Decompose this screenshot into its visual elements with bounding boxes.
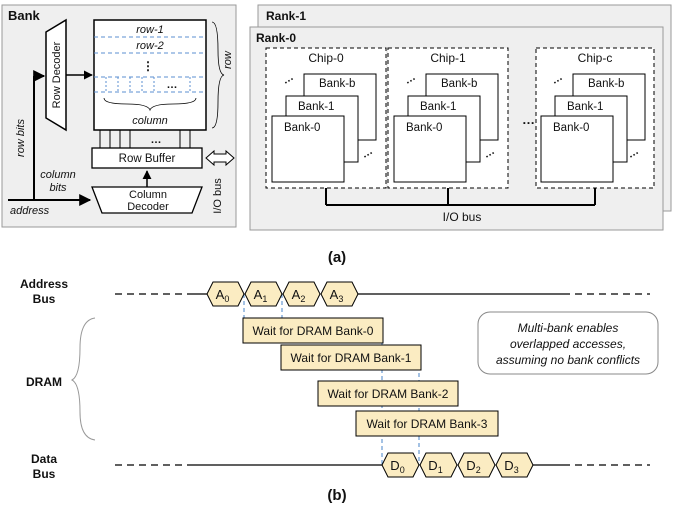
chip-c-bank-0-label: Bank-0 [553, 122, 589, 134]
note-line-3: assuming no bank conflicts [496, 353, 640, 367]
wait-bank-1-box [280, 344, 422, 371]
chip-1-bank-b-label: Bank-b [441, 78, 477, 90]
chip-1-bank-1-label: Bank-1 [420, 101, 456, 113]
chip-c-label: Chip-c [578, 51, 613, 65]
row-2-label: row-2 [136, 40, 164, 52]
column-brace [103, 97, 197, 112]
caption-b: (b) [327, 487, 346, 504]
address-symbol-3: A3 [330, 287, 344, 304]
bank-panel: Bank Row Decoder row-1 row-2 ⋮ … column … [1, 4, 237, 228]
chip-1-label: Chip-1 [430, 51, 466, 65]
column-label: column [132, 115, 167, 127]
row-buffer-label: Row Buffer [119, 153, 176, 165]
data-symbol-1: D1 [428, 458, 442, 475]
address-bus-label-2: Bus [33, 292, 56, 306]
bank-panel-title: Bank [8, 8, 41, 23]
address-bus-label-1: Address [20, 277, 68, 291]
data-bus-label-2: Bus [33, 467, 56, 481]
address-symbol-0: A0 [216, 287, 230, 304]
column-decoder [91, 186, 203, 214]
bitline-wires [99, 130, 191, 148]
column-bits-line1: column [40, 169, 75, 181]
address-symbol-2: A2 [292, 287, 306, 304]
rank-1-label: Rank-1 [266, 9, 306, 23]
memory-array [93, 19, 207, 131]
row-1-label: row-1 [136, 24, 164, 36]
data-symbol-2: D2 [466, 458, 480, 475]
chip-0-label: Chip-0 [308, 51, 344, 65]
data-hex-0 [381, 452, 420, 478]
address-hex-1 [244, 281, 283, 307]
column-bits-line2: bits [49, 182, 67, 194]
chip-1-bank-0 [393, 115, 467, 183]
row-brace [211, 21, 225, 129]
wait-bank-3-box [355, 410, 499, 437]
row-decoder [45, 18, 67, 132]
io-double-arrow [205, 149, 235, 167]
chip-1-bottom-ellipsis: … [481, 145, 497, 161]
caption-a: (a) [328, 249, 346, 266]
wait-bank-0-label: Wait for DRAM Bank-0 [253, 324, 374, 338]
wait-bank-3-label: Wait for DRAM Bank-3 [367, 417, 488, 431]
column-ticks [105, 77, 191, 92]
chip-0-bank-0-label: Bank-0 [284, 122, 320, 134]
address-hex-3 [320, 281, 359, 307]
chip-0-bank-b-label: Bank-b [319, 78, 355, 90]
dram-label: DRAM [26, 375, 62, 389]
row-decoder-label: Row Decoder [51, 41, 63, 108]
timing-diagram: Address Bus DRAM Data Bus Wait for DRAM … [20, 277, 659, 481]
array-col-ellipsis: … [167, 79, 178, 91]
array-row-ellipsis: ⋮ [142, 59, 154, 73]
chip-c-bank-b-label: Bank-b [588, 78, 624, 90]
multibank-note [477, 311, 659, 375]
chips-ellipsis: … [522, 112, 535, 127]
wait-bank-0-box [242, 317, 384, 344]
address-label: address [10, 205, 50, 217]
column-decoder-line2: Decoder [127, 201, 169, 213]
data-symbol-3: D3 [504, 458, 518, 475]
wait-bank-2-label: Wait for DRAM Bank-2 [328, 387, 449, 401]
chip-0-bank-1-label: Bank-1 [298, 101, 334, 113]
rank-panel: Rank-1 Rank-0 Chip-0 … Bank-b Bank-1 Ban… [249, 4, 672, 231]
chip-0: Chip-0 … Bank-b Bank-1 Bank-0 … [265, 47, 387, 189]
address-symbol-1: A1 [254, 287, 268, 304]
address-hex-2 [282, 281, 321, 307]
bitline-ellipsis: … [151, 134, 162, 146]
data-symbol-0: D0 [390, 458, 404, 475]
chip-1: Chip-1 … Bank-b Bank-1 Bank-0 … [387, 47, 509, 189]
chip-c-bank-0 [540, 115, 614, 183]
chip-c-bottom-ellipsis: … [625, 145, 641, 161]
chip-0-bank-0 [271, 115, 345, 183]
row-bits-label: row bits [15, 119, 27, 157]
chip-0-bottom-ellipsis: … [359, 145, 375, 161]
rank-io-bus-label: I/O bus [443, 210, 482, 224]
rank-io-bus [325, 188, 596, 206]
wait-bank-2-box [317, 380, 459, 407]
chip-c-top-ellipsis: … [549, 71, 565, 87]
chip-1-top-ellipsis: … [402, 71, 418, 87]
address-symbols: A0 A1 A2 A3 [206, 281, 359, 307]
note-line-1: Multi-bank enables [518, 321, 619, 335]
row-label: row [222, 50, 234, 69]
data-hex-1 [419, 452, 458, 478]
data-symbols: D0 D1 D2 D3 [381, 452, 534, 478]
chip-c-bank-1-label: Bank-1 [567, 101, 603, 113]
data-hex-2 [457, 452, 496, 478]
wait-bank-1-label: Wait for DRAM Bank-1 [291, 351, 412, 365]
bank-io-bus-label: I/O bus [212, 178, 224, 214]
chip-1-bank-0-label: Bank-0 [406, 122, 442, 134]
data-hex-3 [495, 452, 534, 478]
note-line-2: overlapped accesses, [510, 337, 626, 351]
column-decoder-line1: Column [129, 189, 167, 201]
rank-0-label: Rank-0 [256, 31, 296, 45]
chip-c: Chip-c … Bank-b Bank-1 Bank-0 … [535, 47, 655, 189]
address-hex-0 [206, 281, 245, 307]
data-bus-label-1: Data [31, 452, 57, 466]
row-buffer [91, 147, 203, 169]
chip-0-top-ellipsis: … [280, 71, 296, 87]
dram-brace [70, 317, 96, 441]
